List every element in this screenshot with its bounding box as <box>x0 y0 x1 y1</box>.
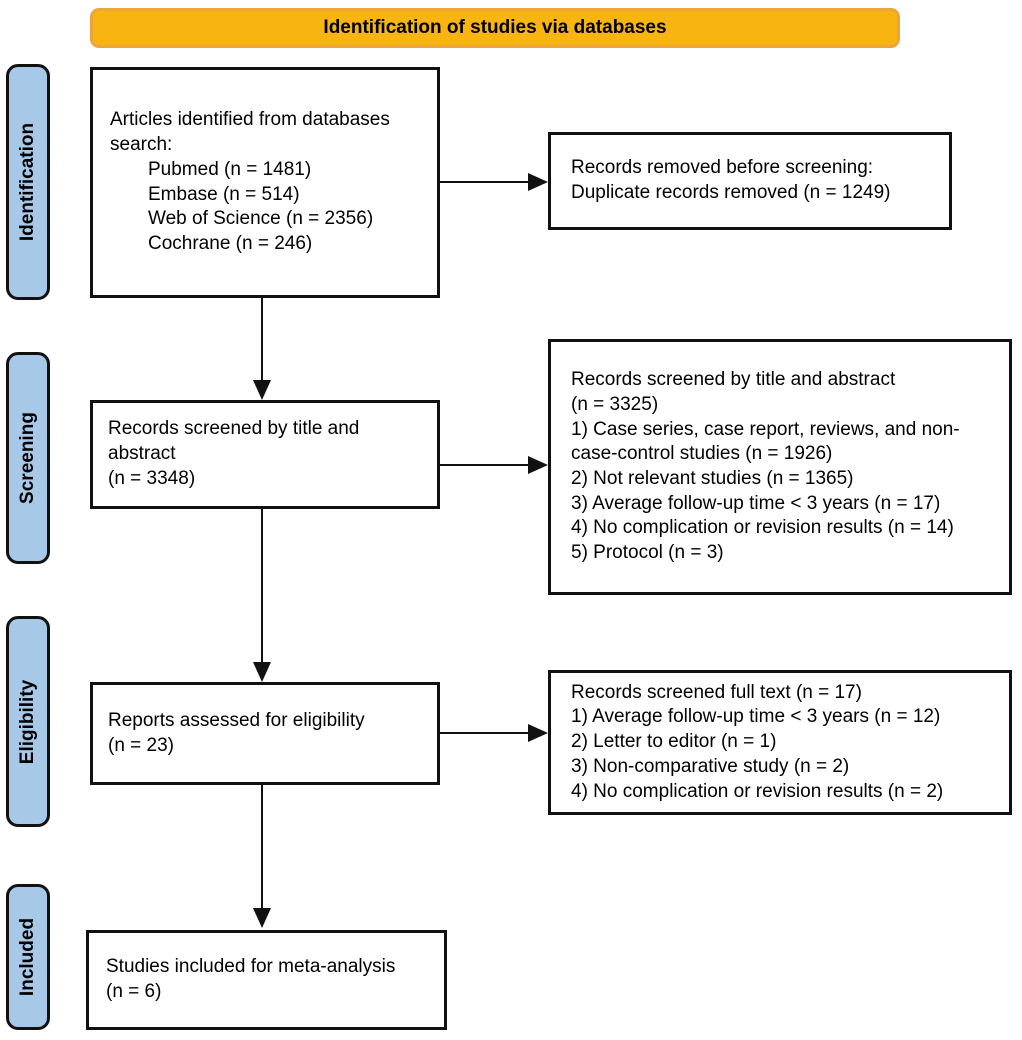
stage-label-screening: Screening <box>6 352 50 564</box>
screening-exclusions-text: Records screened by title and abstract (… <box>571 369 960 564</box>
box-records-screened: Records screened by title and abstract (… <box>90 400 440 509</box>
arrow-screened-to-exclusions-line <box>440 464 530 466</box>
arrow-identified-to-screened-head <box>253 380 271 400</box>
stage-label-included-text: Included <box>17 917 38 997</box>
arrow-screened-to-exclusions-head <box>528 456 548 474</box>
banner-title-text: Identification of studies via databases <box>323 17 667 38</box>
studies-included-text: Studies included for meta-analysis (n = … <box>106 956 396 1002</box>
box-reports-assessed: Reports assessed for eligibility (n = 23… <box>90 682 440 785</box>
arrow-identified-to-removed-line <box>440 181 530 183</box>
articles-identified-databases: Pubmed (n = 1481) Embase (n = 514) Web o… <box>148 158 374 254</box>
arrow-identified-to-screened-line <box>261 298 263 382</box>
box-records-removed: Records removed before screening: Duplic… <box>548 132 952 230</box>
fulltext-exclusions-text: Records screened full text (n = 17) 1) A… <box>571 681 944 802</box>
stage-label-identification: Identification <box>6 64 50 300</box>
box-screening-exclusions: Records screened by title and abstract (… <box>548 339 1012 595</box>
stage-label-screening-text: Screening <box>17 412 38 504</box>
arrow-assessed-to-included-line <box>261 785 263 910</box>
stage-label-eligibility-text: Eligibility <box>17 679 39 764</box>
arrow-assessed-to-included-head <box>253 908 271 928</box>
stage-label-identification-text: Identification <box>17 122 39 242</box>
reports-assessed-text: Reports assessed for eligibility (n = 23… <box>108 709 365 756</box>
arrow-identified-to-removed-head <box>528 173 548 191</box>
stage-label-included: Included <box>6 884 50 1030</box>
arrow-screened-to-assessed-line <box>261 509 263 662</box>
arrow-assessed-to-fulltext-head <box>528 724 548 742</box>
articles-identified-intro: Articles identified from databases searc… <box>110 109 390 156</box>
box-studies-included: Studies included for meta-analysis (n = … <box>86 930 447 1030</box>
box-fulltext-exclusions: Records screened full text (n = 17) 1) A… <box>548 670 1012 815</box>
arrow-screened-to-assessed-head <box>253 662 271 682</box>
records-removed-text: Records removed before screening: Duplic… <box>571 157 891 203</box>
arrow-assessed-to-fulltext-line <box>440 732 530 734</box>
banner-title: Identification of studies via databases <box>90 8 900 48</box>
box-articles-identified: Articles identified from databases searc… <box>90 67 440 298</box>
stage-label-eligibility: Eligibility <box>6 616 50 827</box>
records-screened-text: Records screened by title and abstract (… <box>108 418 360 489</box>
